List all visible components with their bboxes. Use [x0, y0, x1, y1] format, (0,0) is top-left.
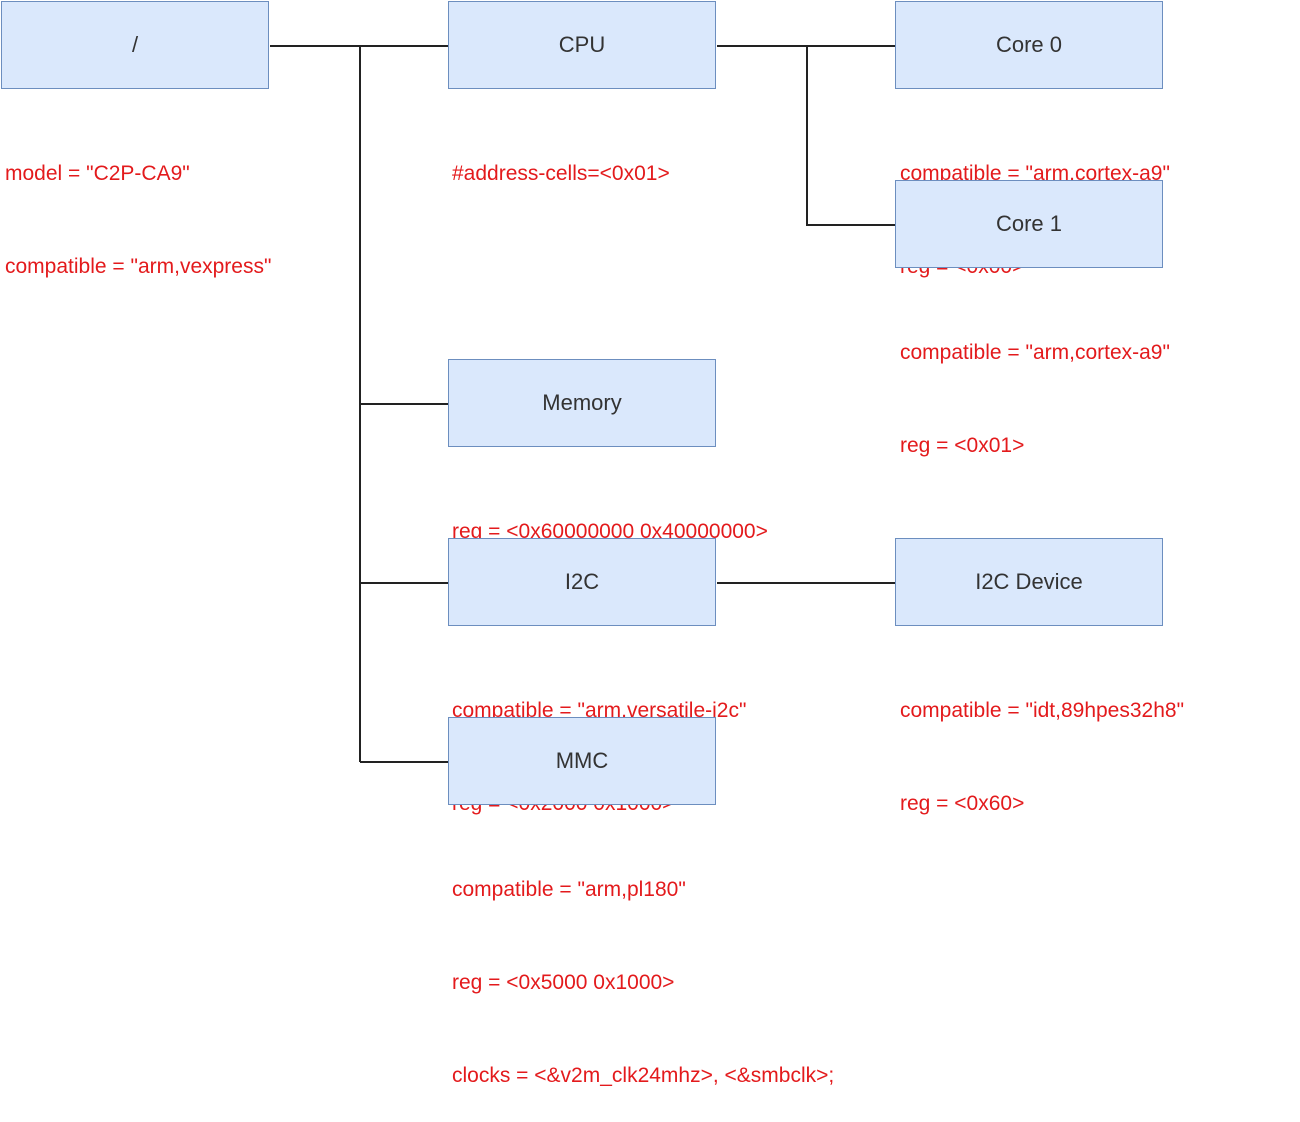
property-line: compatible = "arm,versatile-i2c"	[452, 699, 747, 722]
node-i2c[interactable]: I2C	[448, 538, 716, 626]
node-cpu-label: CPU	[558, 32, 606, 57]
node-mmc-properties: compatible = "arm,pl180" reg = <0x5000 0…	[452, 812, 834, 1122]
node-i2c-label: I2C	[564, 569, 600, 594]
node-core1-properties: compatible = "arm,cortex-a9" reg = <0x01…	[900, 275, 1170, 492]
node-cpu-properties: #address-cells=<0x01>	[452, 96, 670, 220]
property-line: reg = <0x5000 0x1000>	[452, 971, 675, 994]
node-root[interactable]: /	[1, 1, 269, 89]
node-memory-properties: reg = <0x60000000 0x40000000>	[452, 454, 768, 578]
property-line: compatible = "idt,89hpes32h8"	[900, 699, 1185, 722]
property-line: compatible = "arm,cortex-a9"	[900, 162, 1170, 185]
node-i2c-device-label: I2C Device	[975, 569, 1083, 594]
property-line: reg = <0x60>	[900, 792, 1025, 815]
node-root-label: /	[131, 32, 139, 57]
property-line: clocks = <&v2m_clk24mhz>, <&smbclk>;	[452, 1064, 835, 1087]
node-core1-label: Core 1	[995, 211, 1063, 236]
property-line: compatible = "arm,vexpress"	[5, 255, 272, 278]
connector-cpu-core1	[806, 46, 895, 226]
node-root-properties: model = "C2P-CA9" compatible = "arm,vexp…	[5, 96, 271, 313]
node-i2c-device-properties: compatible = "idt,89hpes32h8" reg = <0x6…	[900, 633, 1184, 850]
node-memory[interactable]: Memory	[448, 359, 716, 447]
property-line: #address-cells=<0x01>	[452, 162, 670, 185]
node-core1[interactable]: Core 1	[895, 180, 1163, 268]
node-mmc-label: MMC	[555, 748, 609, 773]
node-cpu[interactable]: CPU	[448, 1, 716, 89]
property-line: reg = <0x01>	[900, 434, 1025, 457]
node-core0-label: Core 0	[995, 32, 1063, 57]
node-core0[interactable]: Core 0	[895, 1, 1163, 89]
property-line: compatible = "arm,cortex-a9"	[900, 341, 1170, 364]
connector-layer	[270, 45, 895, 763]
property-line: reg = <0x60000000 0x40000000>	[452, 520, 768, 543]
node-memory-label: Memory	[542, 390, 622, 415]
node-mmc[interactable]: MMC	[448, 717, 716, 805]
property-line: model = "C2P-CA9"	[5, 162, 190, 185]
property-line: compatible = "arm,pl180"	[452, 878, 686, 901]
node-i2c-device[interactable]: I2C Device	[895, 538, 1163, 626]
